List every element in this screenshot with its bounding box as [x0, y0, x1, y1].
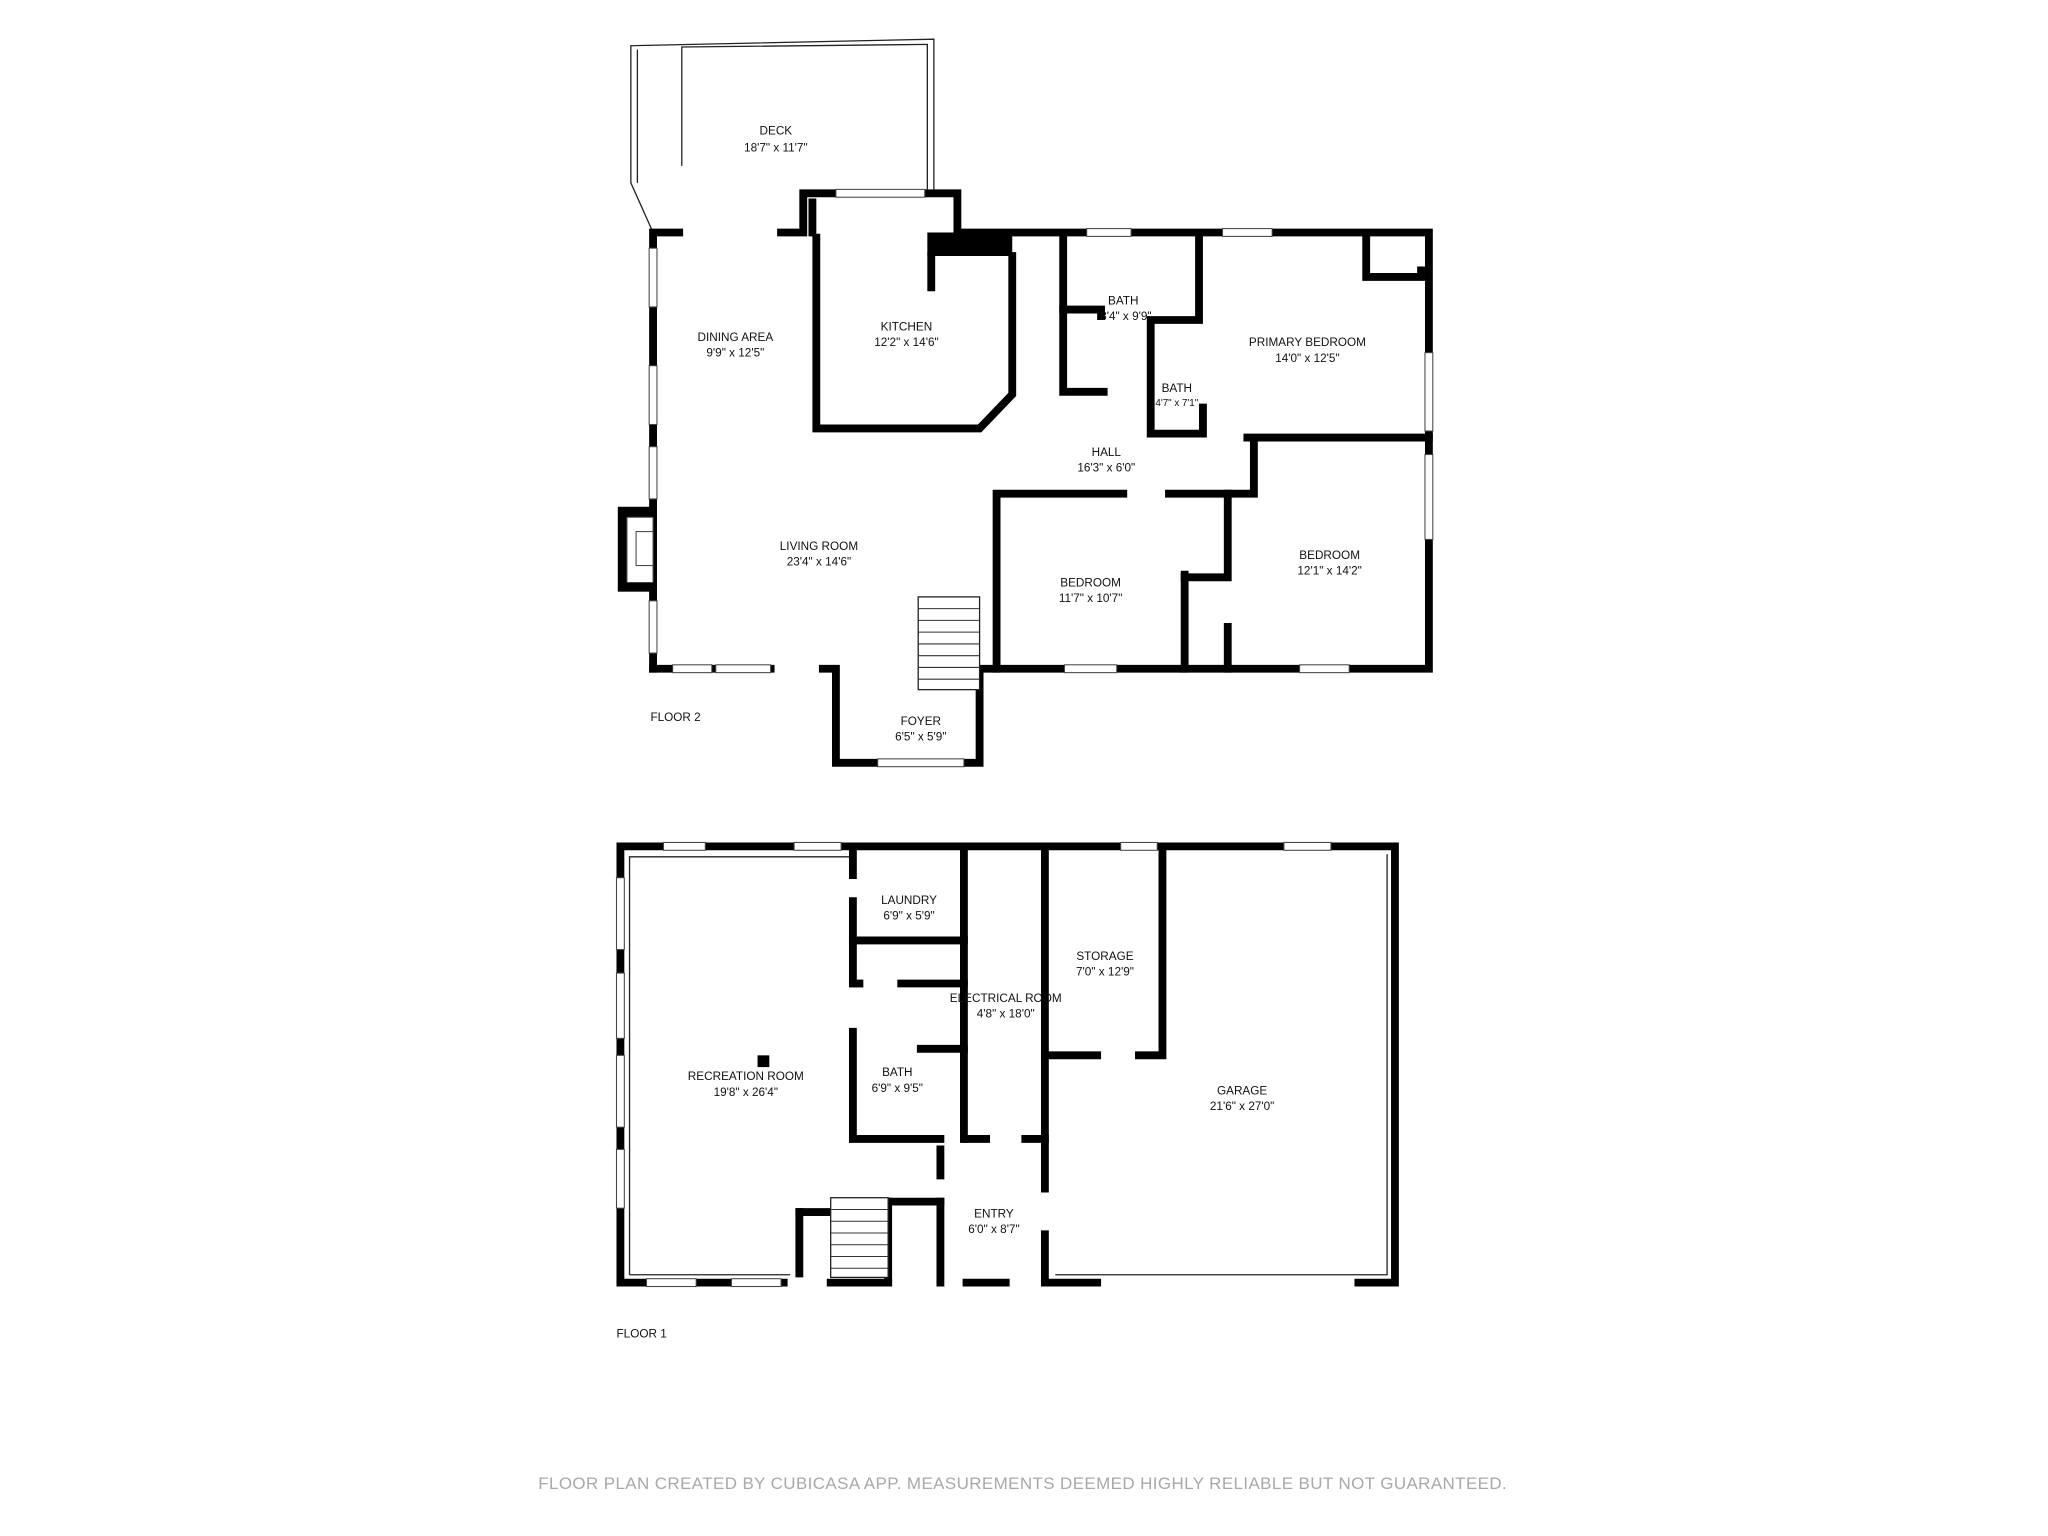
room-name: PRIMARY BEDROOM	[1249, 336, 1366, 349]
floor-2-labels: DECK 18'7" x 11'7" DINING AREA 9'9" x 12…	[650, 125, 1366, 744]
room-size: 11'7" x 10'7"	[1059, 592, 1123, 605]
room-size: 9'9" x 12'5"	[706, 347, 764, 360]
room-name: DINING AREA	[697, 331, 773, 344]
disclaimer-footer: FLOOR PLAN CREATED BY CUBICASA APP. MEAS…	[538, 1474, 1507, 1493]
room-name: DECK	[760, 125, 793, 138]
stairs	[917, 596, 981, 691]
room-name: ENTRY	[974, 1207, 1014, 1220]
floor-2-label: FLOOR 2	[650, 711, 700, 724]
room-name: BATH	[1108, 294, 1138, 307]
room-name: BEDROOM	[1060, 576, 1121, 589]
windows	[648, 188, 1434, 768]
room-name: STORAGE	[1076, 950, 1133, 963]
room-size: 16'3" x 6'0"	[1077, 462, 1135, 475]
room-size: 6'9" x 9'5"	[872, 1082, 923, 1095]
floor-2-walls	[617, 189, 1433, 767]
room-size: 23'4" x 14'6"	[787, 556, 851, 569]
room-size: 21'6" x 27'0"	[1210, 1100, 1274, 1113]
room-name: ELECTRICAL ROOM	[950, 992, 1062, 1005]
floor-1-labels: LAUNDRY 6'9" x 5'9" STORAGE 7'0" x 12'9"…	[616, 894, 1274, 1341]
room-name: RECREATION ROOM	[688, 1070, 804, 1083]
windows	[615, 841, 1332, 1288]
floor-1-plan: LAUNDRY 6'9" x 5'9" STORAGE 7'0" x 12'9"…	[615, 841, 1399, 1341]
room-name: BEDROOM	[1299, 549, 1360, 562]
deck-outline	[630, 38, 935, 233]
room-name: LAUNDRY	[881, 894, 937, 907]
room-size: 14'0" x 12'5"	[1275, 352, 1339, 365]
room-name: LIVING ROOM	[780, 540, 858, 553]
room-size: 8'4" x 9'9"	[1100, 310, 1151, 323]
room-name: BATH	[1162, 382, 1192, 395]
room-size: 12'1" x 14'2"	[1297, 565, 1361, 578]
room-size: 6'0" x 8'7"	[968, 1223, 1019, 1236]
room-size: 6'5" x 5'9"	[895, 731, 946, 744]
room-name: GARAGE	[1217, 1085, 1267, 1098]
room-size: 6'9" x 5'9"	[883, 910, 934, 923]
floor-2-plan: DECK 18'7" x 11'7" DINING AREA 9'9" x 12…	[617, 38, 1434, 768]
room-size: 7'0" x 12'9"	[1076, 966, 1134, 979]
room-name: BATH	[882, 1066, 912, 1079]
room-size: 12'2" x 14'6"	[874, 336, 938, 349]
room-name: KITCHEN	[881, 320, 933, 333]
room-name: FOYER	[901, 715, 941, 728]
stairs	[830, 1197, 889, 1279]
room-size: 4'8" x 18'0"	[977, 1007, 1035, 1020]
floor-1-label: FLOOR 1	[616, 1327, 666, 1340]
room-size: 18'7" x 11'7"	[744, 142, 808, 155]
room-name: HALL	[1092, 446, 1122, 459]
room-size: 19'8" x 26'4"	[714, 1086, 778, 1099]
room-size: 4'7" x 7'1"	[1155, 398, 1198, 409]
